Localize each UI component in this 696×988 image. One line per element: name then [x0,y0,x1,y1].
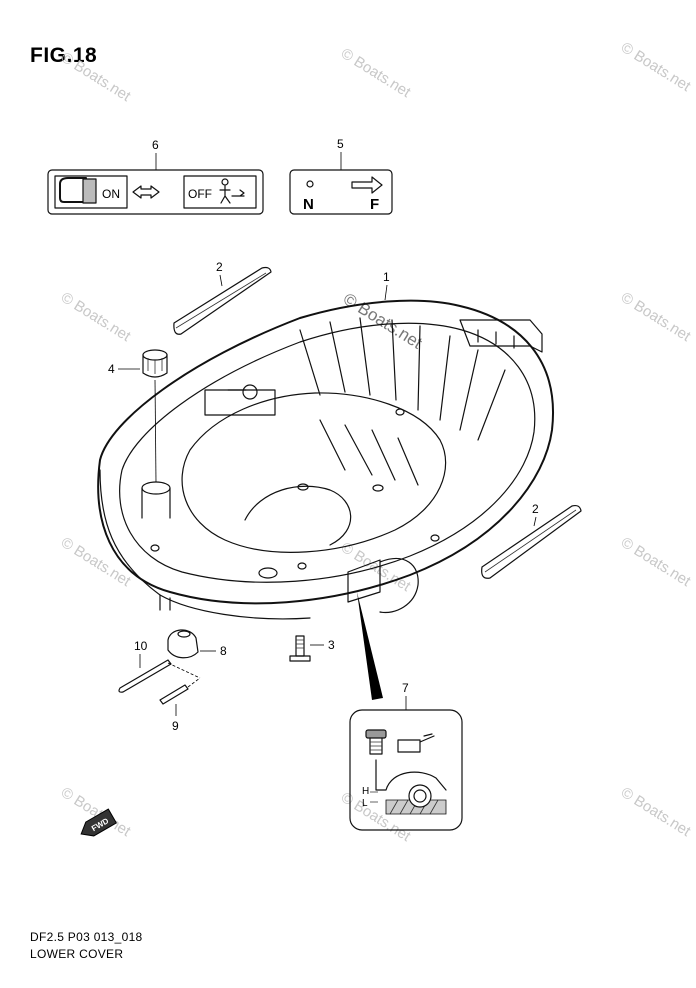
watermark: © Boats.net [58,289,134,346]
oil-can-icon [397,733,435,753]
callout-6: 6 [152,138,159,152]
diagram-code: DF2.5 P03 013_018 [30,930,143,944]
part-10-pin: 10 [118,639,201,693]
watermark: © Boats.net [618,289,694,346]
arrow-right-icon [351,176,383,194]
off-text: OFF [188,187,212,201]
forward-text: F [370,196,379,213]
watermark: © Boats.net [618,534,694,591]
part-1-lower-cover: 1 [97,270,554,620]
watermark: © Boats.net [618,39,694,96]
callout-10: 10 [134,639,148,653]
part-3-bolt: 3 [289,635,335,662]
callout-8: 8 [220,644,227,658]
callout-5: 5 [337,137,344,151]
low-mark-text: L [362,798,368,809]
callout-4: 4 [108,362,115,376]
part-9-pin: 9 [159,677,201,733]
callout-7: 7 [402,681,409,695]
part-4-knob: 4 [108,349,168,483]
watermark: © Boats.net [338,789,414,846]
detail-pointer [357,592,383,700]
plug-icon [365,729,387,755]
callout-2: 2 [532,502,539,516]
part-6-on-off-label: 6 ON OFF [47,138,264,215]
callout-3: 3 [328,638,335,652]
double-arrow-icon [132,185,160,199]
figure-title: FIG.18 [30,44,98,67]
part-5-shift-label: 5 N F [289,137,393,215]
diagram-caption: LOWER COVER [30,947,124,961]
part-2-seal-strip-lower: 2 [481,502,582,579]
callout-1: 1 [383,270,390,284]
neutral-text: N [303,196,314,213]
watermark: © Boats.net [618,784,694,841]
watermark: © Boats.net [340,289,426,352]
forward-direction-icon: FWD [80,808,118,837]
watermark: © Boats.net [58,49,134,106]
person-walking-icon [219,178,245,204]
part-2-seal-strip-upper: 2 [173,260,272,335]
part-8-clamp: 8 [167,629,227,659]
callout-9: 9 [172,719,179,733]
callout-2: 2 [216,260,223,274]
high-mark-text: H [362,786,369,797]
part-7-drain-detail: 7 H L [349,681,463,831]
on-text: ON [102,187,120,201]
watermark: © Boats.net [338,45,414,102]
